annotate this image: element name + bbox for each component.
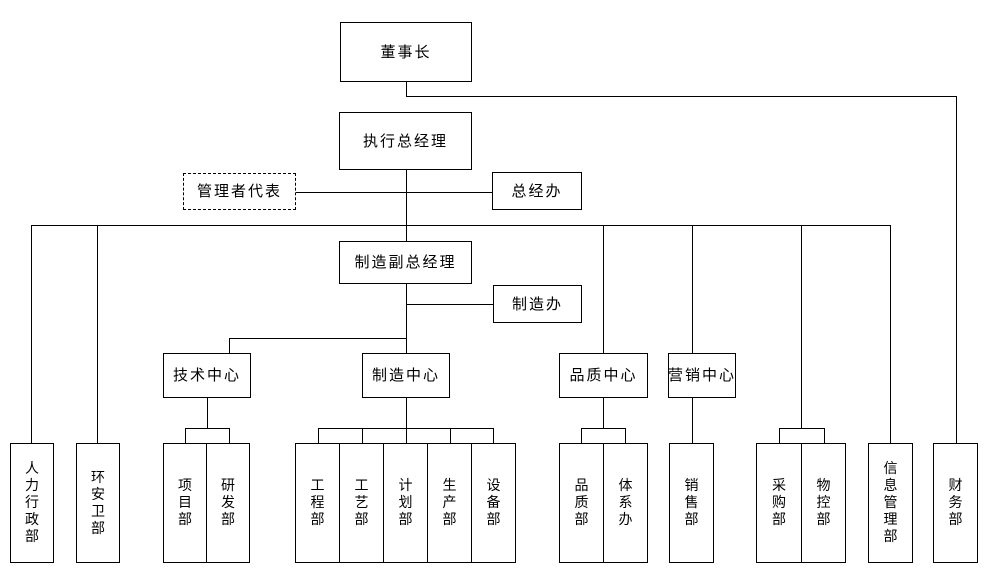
connector-line bbox=[185, 428, 230, 429]
connector-line bbox=[779, 428, 780, 444]
connector-line bbox=[692, 398, 693, 444]
org-node-equipment-dept: 设备部 bbox=[471, 443, 516, 563]
org-node-label: 体系办 bbox=[618, 478, 633, 528]
org-node-label: 制造副总经理 bbox=[354, 253, 457, 271]
connector-line bbox=[406, 428, 407, 444]
org-node-quality-dept: 品质部 bbox=[559, 443, 604, 563]
connector-line bbox=[406, 398, 407, 429]
connector-line bbox=[692, 225, 693, 353]
connector-line bbox=[229, 428, 230, 444]
org-node-hr-admin-dept: 人力行政部 bbox=[10, 443, 54, 563]
org-node-finance-dept: 财务部 bbox=[933, 443, 978, 563]
org-node-management-rep: 管理者代表 bbox=[183, 173, 296, 210]
org-node-label: 品质中心 bbox=[569, 366, 638, 384]
org-node-tech-center: 技术中心 bbox=[163, 353, 251, 398]
org-node-label: 物控部 bbox=[816, 478, 831, 528]
org-node-label: 制造中心 bbox=[371, 366, 440, 384]
org-node-label: 制造办 bbox=[511, 294, 563, 313]
org-node-production-dept: 生产部 bbox=[427, 443, 472, 563]
connector-line bbox=[603, 398, 604, 429]
org-node-engineering-dept: 工程部 bbox=[295, 443, 340, 563]
connector-line bbox=[318, 428, 319, 444]
org-node-label: 设备部 bbox=[486, 478, 501, 528]
org-node-label: 生产部 bbox=[442, 478, 457, 528]
org-node-label: 研发部 bbox=[221, 478, 235, 528]
org-node-executive-gm: 执行总经理 bbox=[339, 112, 472, 170]
org-node-gm-office: 总经办 bbox=[492, 172, 582, 210]
connector-line bbox=[97, 225, 98, 443]
connector-line bbox=[581, 428, 582, 444]
connector-line bbox=[31, 225, 891, 226]
org-node-label: 品质部 bbox=[574, 478, 589, 528]
connector-line bbox=[406, 304, 494, 305]
connector-line bbox=[406, 82, 407, 97]
connector-line bbox=[801, 225, 802, 429]
org-node-info-management-dept: 信息管理部 bbox=[868, 443, 913, 563]
connector-line bbox=[229, 338, 407, 339]
org-node-label: 信息管理部 bbox=[883, 461, 898, 545]
org-node-label: 工艺部 bbox=[354, 478, 369, 528]
org-node-label: 总经办 bbox=[511, 181, 563, 200]
connector-line bbox=[406, 170, 407, 241]
connector-line bbox=[824, 428, 825, 444]
org-node-manufacturing-center: 制造中心 bbox=[362, 353, 450, 398]
connector-line bbox=[450, 428, 451, 444]
org-node-sales-dept: 销售部 bbox=[669, 443, 714, 563]
connector-line bbox=[31, 225, 32, 443]
org-node-project-dept: 项目部 bbox=[163, 443, 207, 563]
connector-line bbox=[296, 192, 493, 193]
connector-line bbox=[229, 338, 230, 354]
connector-line bbox=[779, 428, 825, 429]
org-node-label: 管理者代表 bbox=[196, 182, 282, 200]
org-node-label: 工程部 bbox=[310, 478, 325, 528]
org-node-label: 营销中心 bbox=[668, 366, 737, 384]
connector-line bbox=[625, 428, 626, 444]
org-node-manufacturing-office: 制造办 bbox=[493, 285, 582, 323]
connector-line bbox=[406, 96, 957, 97]
connector-line bbox=[956, 96, 957, 443]
connector-line bbox=[185, 428, 186, 444]
connector-line bbox=[207, 398, 208, 429]
org-node-marketing-center: 营销中心 bbox=[668, 353, 736, 398]
connector-line bbox=[406, 284, 407, 353]
connector-line bbox=[890, 225, 891, 443]
connector-line bbox=[581, 428, 626, 429]
org-node-material-control-dept: 物控部 bbox=[801, 443, 846, 563]
connector-line bbox=[603, 225, 604, 353]
org-node-label: 董事长 bbox=[380, 42, 432, 61]
org-node-label: 计划部 bbox=[398, 478, 413, 528]
org-node-label: 人力行政部 bbox=[25, 461, 39, 545]
org-node-label: 技术中心 bbox=[172, 366, 241, 384]
org-node-label: 执行总经理 bbox=[362, 131, 448, 150]
org-node-system-office: 体系办 bbox=[603, 443, 648, 563]
org-node-planning-dept: 计划部 bbox=[383, 443, 428, 563]
org-node-label: 项目部 bbox=[178, 478, 192, 528]
org-node-purchasing-dept: 采购部 bbox=[756, 443, 802, 563]
org-node-quality-center: 品质中心 bbox=[559, 353, 648, 398]
org-node-ehs-dept: 环安卫部 bbox=[76, 443, 120, 563]
connector-line bbox=[362, 428, 363, 444]
org-node-label: 采购部 bbox=[772, 478, 786, 528]
org-node-manufacturing-deputy-gm: 制造副总经理 bbox=[339, 241, 472, 284]
org-node-process-dept: 工艺部 bbox=[339, 443, 384, 563]
org-node-label: 财务部 bbox=[948, 478, 963, 528]
connector-line bbox=[493, 428, 494, 444]
org-node-chairman: 董事长 bbox=[340, 22, 472, 82]
org-node-rd-dept: 研发部 bbox=[206, 443, 250, 563]
org-node-label: 环安卫部 bbox=[91, 469, 105, 537]
org-node-label: 销售部 bbox=[684, 478, 699, 528]
